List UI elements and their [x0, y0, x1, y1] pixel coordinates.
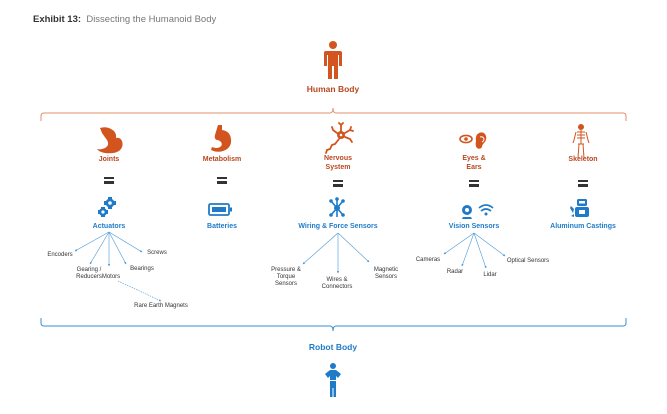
skeleton-icon [572, 124, 590, 159]
pressure-line-2: Torque [276, 274, 296, 280]
flexed-arm-icon [97, 127, 123, 154]
gearing-line-2: Reducers [76, 274, 102, 280]
nervous-line-1: Nervous [323, 155, 353, 162]
component-radar: Radar [446, 269, 464, 275]
robot-part-batteries: Batteries [207, 223, 237, 230]
component-bearings: Bearings [130, 266, 154, 272]
exhibit-number: Exhibit 13: [33, 14, 82, 25]
component-optical-sensors: Optical Sensors [506, 258, 550, 264]
eyes-line-2: Ears [466, 163, 482, 171]
component-screws: Screws [147, 250, 167, 256]
human-part-eyes-ears: Eyes & Ears [462, 155, 485, 172]
human-part-skeleton: Skeleton [568, 156, 598, 163]
gears-icon [98, 197, 116, 217]
component-cameras: Cameras [415, 257, 441, 263]
component-lidar: Lidar [483, 272, 497, 278]
exhibit-title-text: Dissecting the Humanoid Body [86, 14, 217, 25]
human-part-joints: Joints [98, 156, 120, 163]
pressure-line-3: Sensors [274, 281, 297, 287]
eye-ear-icon [459, 132, 487, 149]
robot-casting-icon [570, 199, 589, 217]
equals-sign [104, 177, 114, 184]
equals-sign [469, 180, 479, 187]
component-encoders: Encoders [47, 252, 73, 258]
eyes-line-1: Eyes & [462, 155, 486, 162]
component-pressure-torque: Pressure & Torque Sensors [271, 267, 301, 288]
human-body-label: Human Body [306, 84, 360, 94]
equals-sign [578, 180, 588, 187]
wires-line-1: Wires & [326, 277, 348, 283]
equals-sign [333, 180, 343, 187]
component-wires-connectors: Wires & Connectors [322, 277, 353, 291]
camera-wifi-icon [462, 204, 494, 219]
robot-part-wiring: Wiring & Force Sensors [298, 223, 378, 230]
nervous-line-2: System [325, 163, 351, 171]
robot-part-actuators: Actuators [92, 223, 126, 230]
wires-line-2: Connectors [321, 284, 353, 290]
component-rare-earth-magnets: Rare Earth Magnets [134, 303, 188, 309]
stomach-icon [211, 125, 232, 152]
neuron-icon [325, 122, 354, 154]
human-bracket [40, 107, 627, 121]
component-magnetic-sensors: Magnetic Sensors [374, 267, 398, 281]
wiring-arrows [302, 232, 370, 274]
equals-sign [217, 177, 227, 184]
magnetic-line-2: Sensors [374, 274, 398, 280]
actuator-arrows [74, 231, 162, 302]
exhibit-title: Exhibit 13: Dissecting the Humanoid Body [33, 14, 216, 25]
component-gearing: Gearing / Reducers [76, 267, 102, 281]
gearing-line-1: Gearing / [76, 267, 102, 273]
magnetic-line-1: Magnetic [373, 267, 399, 273]
network-icon [329, 197, 345, 217]
human-part-nervous-system: Nervous System [324, 155, 352, 172]
robot-part-vision: Vision Sensors [448, 223, 500, 230]
battery-icon [208, 203, 232, 216]
robot-figure-icon [325, 363, 341, 397]
vision-arrows [443, 232, 506, 269]
robot-bracket [40, 318, 627, 332]
robot-part-aluminum: Aluminum Castings [550, 223, 616, 230]
pressure-line-1: Pressure & [271, 267, 301, 273]
human-part-metabolism: Metabolism [202, 156, 242, 163]
person-icon [324, 41, 342, 79]
component-motors: Motors [101, 274, 121, 280]
robot-body-label: Robot Body [308, 342, 358, 352]
